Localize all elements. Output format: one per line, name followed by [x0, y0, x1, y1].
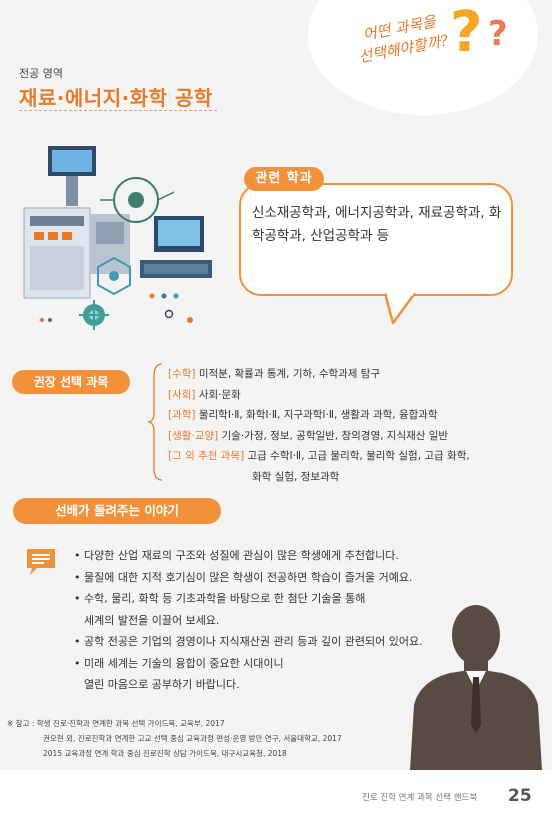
departments-text: 신소재공학과, 에너지공학과, 재료공학과, 화학공학과, 산업공학과 등: [252, 205, 502, 244]
footer-text: 진로 진학 연계 과목 선택 핸드북: [362, 793, 478, 803]
speech-tail-icon: [385, 293, 417, 325]
subject-tag: [그 외 추천 과목]: [168, 450, 245, 462]
subject-tag: [사회]: [168, 388, 196, 401]
bullet-icon: •: [74, 549, 81, 562]
reference-line: 2015 교육과정 연계 학과 중심 진로진학 상담 가이드북, 대구시교육청,…: [43, 749, 287, 758]
subject-text: 사회·문화: [195, 388, 241, 401]
references: ※ 참고 : 학생 진로·진학과 연계한 과목 선택 가이드북, 교육부, 20…: [7, 716, 397, 761]
list-item: • 미래 세계는 기술의 융합이 중요한 시대이니 열린 마음으로 공부하기 바…: [74, 653, 444, 696]
subject-tag: [수학]: [168, 368, 196, 380]
subject-tag: [생활·교양]: [168, 429, 219, 442]
question-mark-icon: ?: [488, 14, 508, 54]
page-title: 재료·에너지·화학 공학: [19, 86, 213, 110]
bullet-icon: •: [74, 635, 81, 648]
talk-line: 수학, 물리, 화학 등 기초과학을 바탕으로 한 첨단 기술을 통해: [84, 592, 366, 605]
subject-row: [사회] 사회·문화: [168, 385, 543, 406]
talk-line: 세계의 발전을 이끌어 보세요.: [84, 613, 220, 627]
list-item: • 수학, 물리, 화학 등 기초과학을 바탕으로 한 첨단 기술을 통해 세계…: [74, 588, 444, 631]
subject-tag: [과학]: [168, 409, 196, 421]
departments-badge: 관련 학과: [244, 167, 324, 191]
talk-line: 미래 세계는 기술의 융합이 중요한 시대이니: [84, 656, 284, 670]
talk-line: 물질에 대한 지적 호기심이 많은 학생이 전공하면 학습이 즐거울 거예요.: [84, 570, 413, 584]
subject-row: [수학] 미적분, 확률과 통계, 기하, 수학과제 탐구: [168, 364, 543, 385]
subject-text: 고급 수학Ⅰ·Ⅱ, 고급 물리학, 물리학 실험, 고급 화학,: [244, 450, 470, 462]
subject-text: 물리학Ⅰ·Ⅱ, 화학Ⅰ·Ⅱ, 지구과학Ⅰ·Ⅱ, 생활과 과학, 융합과학: [195, 409, 438, 421]
field-label: 전공 영역: [19, 67, 63, 80]
footer-area: [0, 770, 552, 819]
talk-list: • 다양한 산업 재료의 구조와 성질에 관심이 많은 학생에게 추천합니다. …: [74, 545, 444, 696]
talk-line: 공학 전공은 기업의 경영이나 지식재산권 관리 등과 깊이 관련되어 있어요.: [84, 635, 423, 648]
recommended-badge: 권장 선택 과목: [12, 370, 130, 394]
subject-row: [그 외 추천 과목] 고급 수학Ⅰ·Ⅱ, 고급 물리학, 물리학 실험, 고급…: [168, 446, 543, 467]
bullet-icon: •: [74, 570, 81, 584]
question-mark-icon: ?: [450, 0, 483, 65]
engineering-illustration-icon: [23, 146, 212, 330]
list-item: • 물질에 대한 지적 호기심이 많은 학생이 전공하면 학습이 즐거울 거예요…: [74, 567, 444, 589]
page-number: 25: [508, 786, 532, 806]
list-item: • 공학 전공은 기업의 경영이나 지식재산권 관리 등과 깊이 관련되어 있어…: [74, 631, 444, 653]
bullet-icon: •: [74, 592, 81, 605]
talk-line: 다양한 산업 재료의 구조와 성질에 관심이 많은 학생에게 추천합니다.: [84, 549, 399, 562]
talk-badge: 선배가 들려주는 이야기: [13, 498, 221, 524]
subject-row: [과학] 물리학Ⅰ·Ⅱ, 화학Ⅰ·Ⅱ, 지구과학Ⅰ·Ⅱ, 생활과 과학, 융합과…: [168, 405, 543, 426]
brace-icon: [148, 363, 163, 481]
list-item: • 다양한 산업 재료의 구조와 성질에 관심이 많은 학생에게 추천합니다.: [74, 545, 444, 567]
title-underline: [19, 110, 217, 111]
subject-continuation: 화학 실험, 정보과학: [252, 470, 340, 483]
subject-text: 미적분, 확률과 통계, 기하, 수학과제 탐구: [195, 368, 381, 380]
subject-row: [생활·교양] 기술·가정, 정보, 공학일반, 창의경영, 지식재산 일반: [168, 426, 543, 447]
reference-line: 권오현 외, 진로진학과 연계한 고교 선택 중심 교육과정 편성·운영 방안 …: [43, 734, 342, 743]
reference-line: ※ 참고 : 학생 진로·진학과 연계한 과목 선택 가이드북, 교육부, 20…: [7, 719, 225, 728]
recommended-list: [수학] 미적분, 확률과 통계, 기하, 수학과제 탐구 [사회] 사회·문화…: [168, 364, 543, 487]
person-silhouette-icon: [410, 605, 542, 770]
talk-line: 열린 마음으로 공부하기 바랍니다.: [84, 678, 240, 691]
subject-text: 기술·가정, 정보, 공학일반, 창의경영, 지식재산 일반: [218, 429, 449, 442]
departments-box: [239, 183, 513, 296]
chat-icon: [27, 549, 55, 575]
bullet-icon: •: [74, 656, 81, 670]
